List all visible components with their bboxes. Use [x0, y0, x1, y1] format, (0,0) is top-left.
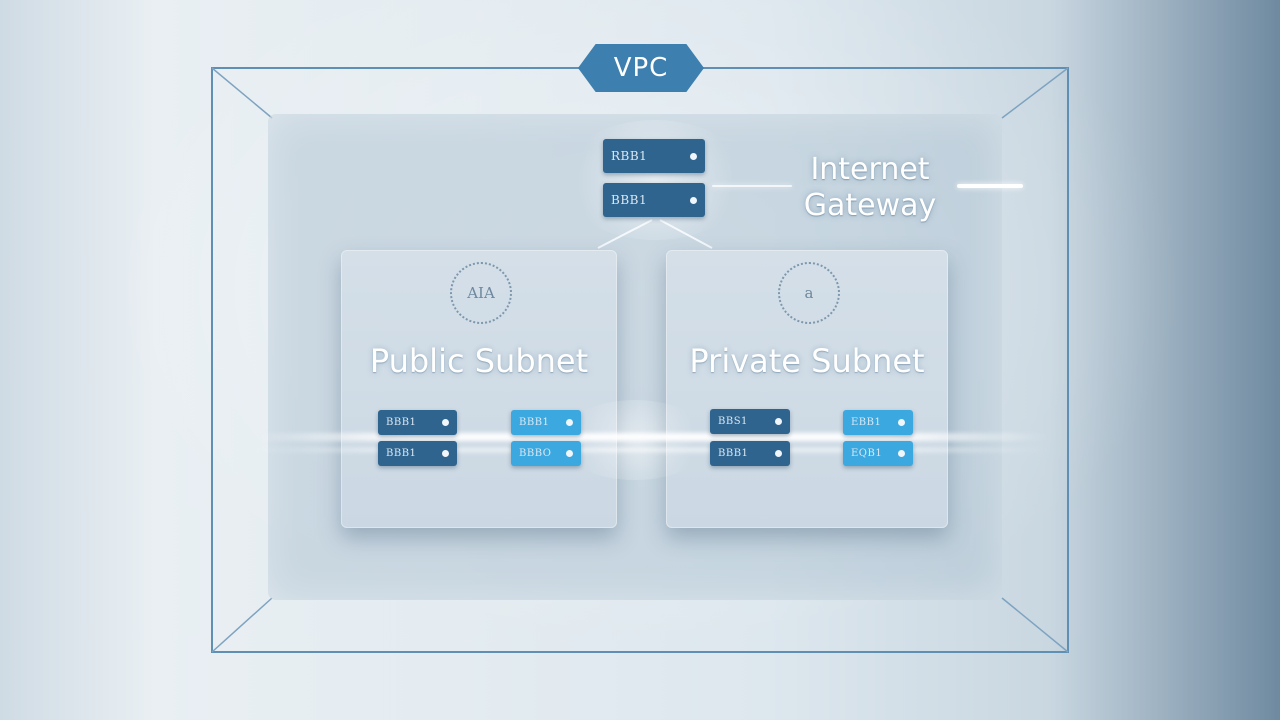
status-dot-icon: [775, 418, 782, 425]
vpc-badge: VPC: [578, 44, 704, 92]
public-subnet-emblem-icon: AIA: [450, 262, 512, 324]
public-subnet-title: Public Subnet: [369, 342, 589, 380]
network-light-streak: [250, 433, 1050, 441]
status-dot-icon: [898, 450, 905, 457]
vpc-label: VPC: [613, 53, 669, 83]
gateway-server: RBB1: [603, 139, 705, 173]
status-dot-icon: [566, 450, 573, 457]
public-server: BBB1: [511, 410, 581, 435]
status-dot-icon: [442, 450, 449, 457]
private-server: EBB1: [843, 410, 913, 435]
private-subnet-card: a Private Subnet: [666, 250, 948, 528]
status-dot-icon: [566, 419, 573, 426]
gateway-glow: [560, 120, 750, 240]
public-subnet-card: AIA Public Subnet: [341, 250, 617, 528]
center-glow: [560, 400, 710, 480]
network-light-streak: [250, 448, 1050, 452]
private-subnet-title: Private Subnet: [689, 342, 925, 380]
private-server: BBS1: [710, 409, 790, 434]
status-dot-icon: [775, 450, 782, 457]
internet-gateway-label: Internet Gateway: [803, 152, 937, 223]
status-dot-icon: [898, 419, 905, 426]
gateway-server: BBB1: [603, 183, 705, 217]
private-server: EQB1: [843, 441, 913, 466]
status-dot-icon: [690, 196, 697, 204]
status-dot-icon: [690, 152, 697, 160]
public-server: BBB1: [378, 441, 457, 466]
internet-link-line: [957, 184, 1023, 188]
status-dot-icon: [442, 419, 449, 426]
public-server: BBB1: [378, 410, 457, 435]
private-server: BBB1: [710, 441, 790, 466]
gateway-link-line: [712, 185, 792, 187]
private-subnet-emblem-icon: a: [778, 262, 840, 324]
public-server: BBBO: [511, 441, 581, 466]
